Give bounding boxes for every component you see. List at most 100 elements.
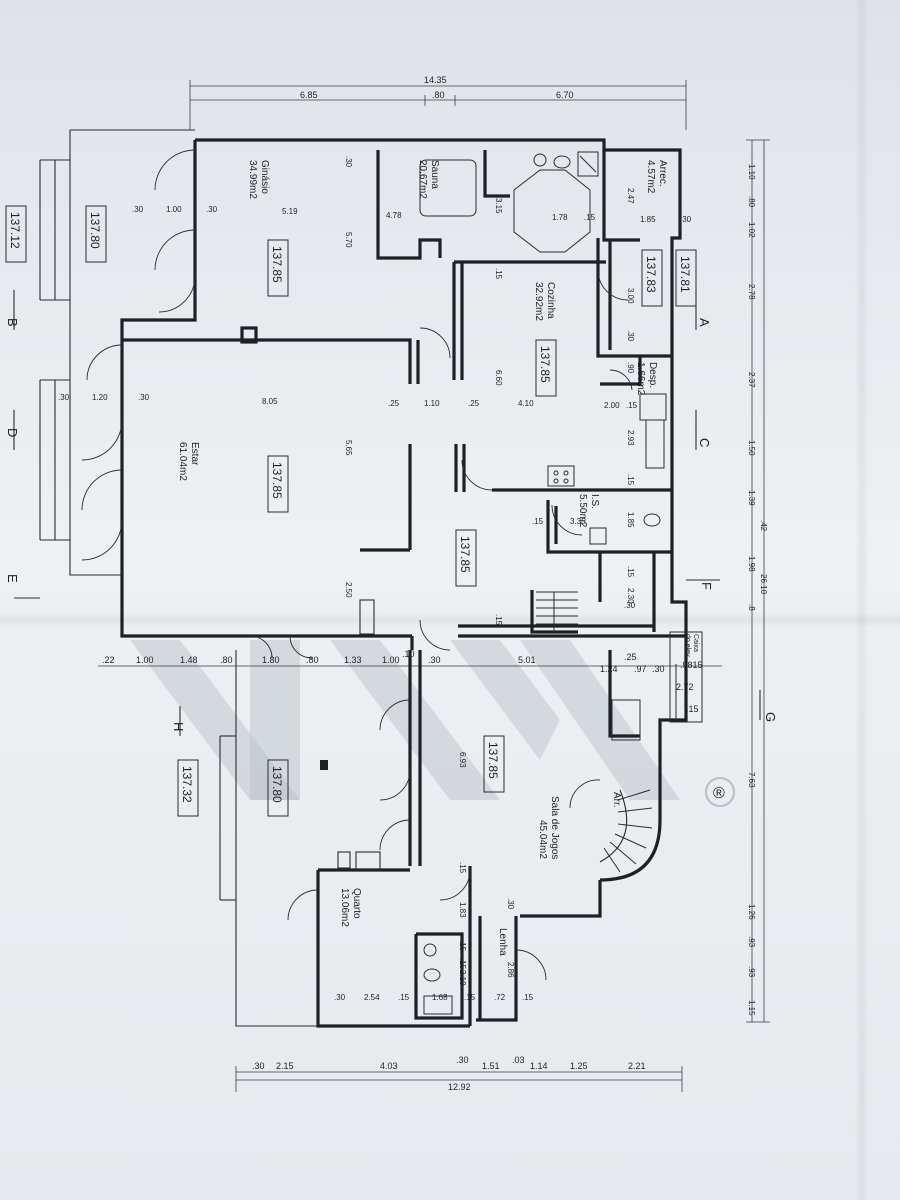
dim-top-3: 6.70 (556, 90, 574, 100)
dim-bottom-5: 1.51 (482, 1061, 500, 1071)
dim-inner-43: .15 (458, 940, 467, 952)
room-estar-area: 61.04m2 (177, 442, 188, 481)
dim-bottom-9: 2.21 (628, 1061, 646, 1071)
dim-inner-22: 1.10 (424, 399, 440, 408)
dim-top-total: 14.35 (424, 75, 447, 85)
dim-inner-49: .15 (398, 993, 410, 1002)
dim-bottom-2: 2.15 (276, 1061, 294, 1071)
dim-inner-48: 2.54 (364, 993, 380, 1002)
level-11: 137.80 (270, 766, 284, 803)
dim-inner-8: .15 (584, 213, 596, 222)
dim-inner-33: 3.35 (570, 517, 586, 526)
room-caixa-name2: do elev. (684, 634, 691, 658)
room-sala-jogos-name: Sala de Jogos (549, 796, 560, 859)
room-sauna-name: Sauna (429, 160, 440, 189)
level-6: 137.81 (678, 256, 692, 293)
room-arr-name: Arr. (611, 792, 622, 808)
dim-inner-9: 1.85 (640, 215, 656, 224)
section-c: C (697, 438, 712, 447)
dim-right-4: 2.78 (747, 284, 756, 300)
dim-bottom-6: .03 (512, 1055, 525, 1065)
dim-mid-3: 1.48 (180, 655, 198, 665)
dim-inner-31: 5.65 (344, 440, 353, 456)
dim-inner-32: .15 (532, 517, 544, 526)
dim-inner-47: .30 (334, 993, 346, 1002)
dim-mid-8: 1.00 (382, 655, 400, 665)
dim-inner-29: 2.93 (626, 430, 635, 446)
section-e: E (5, 574, 20, 583)
watermark-mark: ® (713, 785, 725, 802)
dim-right-10: .8 (747, 604, 756, 611)
dim-mid-5: 1.80 (262, 655, 280, 665)
dim-inner-16: .30 (626, 330, 635, 342)
dim-bottom-3: 4.03 (380, 1061, 398, 1071)
level-5: 137.83 (644, 256, 658, 293)
dim-mid-16: .9815 (680, 660, 703, 670)
dim-inner-30: .15 (626, 474, 635, 486)
dim-mid-6: .80 (306, 655, 319, 665)
dim-inner-51: .72 (494, 993, 506, 1002)
dim-mid-18: .15 (686, 704, 699, 714)
dim-inner-28: 6.60 (494, 370, 503, 386)
dim-top-2: .80 (432, 90, 445, 100)
dimension-lines (98, 80, 770, 1092)
dim-inner-52: .15 (522, 993, 534, 1002)
dim-mid-14: .30 (652, 664, 665, 674)
dim-right-15: 1.15 (747, 1000, 756, 1016)
room-desp-name: Desp. (647, 362, 658, 388)
dim-inner-19: .30 (138, 393, 150, 402)
room-sauna-area: 20.67m2 (417, 160, 428, 199)
dim-inner-41: .30 (506, 898, 515, 910)
dim-right-11: 7.63 (747, 772, 756, 788)
dim-inner-38: .30 (624, 601, 636, 610)
section-a: A (697, 318, 712, 327)
level-3: 137.85 (270, 246, 284, 283)
dim-inner-25: 2.00 (604, 401, 620, 410)
room-quarto-name: Quarto (351, 888, 362, 919)
dim-inner-1: .30 (132, 205, 144, 214)
dim-mid-11: 5.01 (518, 655, 536, 665)
room-arrec-area: 4.57m2 (645, 160, 656, 194)
dim-bottom-total: 12.92 (448, 1082, 471, 1092)
dim-bottom-4: .30 (456, 1055, 469, 1065)
room-ginasio-name: Ginásio (259, 160, 270, 194)
level-9: 137.85 (486, 742, 500, 779)
dim-bottom-8: 1.25 (570, 1061, 588, 1071)
section-d: D (5, 428, 20, 437)
dim-right-5: 2.37 (747, 372, 756, 388)
room-is-name: I.S. (589, 494, 600, 509)
dim-inner-36: 2.50 (344, 582, 353, 598)
dim-inner-11: 2.47 (626, 188, 635, 204)
dim-top-1: 6.85 (300, 90, 318, 100)
dim-mid-10: .30 (428, 655, 441, 665)
level-1: 137.12 (8, 212, 22, 249)
dim-inner-15: 3.00 (626, 288, 635, 304)
dim-right-9: 1.98 (747, 556, 756, 572)
room-ginasio-area: 34.99m2 (247, 160, 258, 199)
dim-inner-3: .30 (206, 205, 218, 214)
section-b: B (5, 318, 20, 327)
dim-inner-14: .15 (494, 268, 503, 280)
dim-inner-17: .30 (58, 393, 70, 402)
dim-right-1: 1.10 (747, 164, 756, 180)
room-estar-name: Estar (189, 442, 200, 466)
dim-inner-18: 1.20 (92, 393, 108, 402)
dim-inner-35: .15 (626, 566, 635, 578)
dim-mid-7: 1.33 (344, 655, 362, 665)
dim-inner-5: 4.78 (386, 211, 402, 220)
dim-mid-1: .22 (102, 655, 115, 665)
dim-inner-21: .25 (388, 399, 400, 408)
room-cozinha-area: 32.92m2 (533, 282, 544, 321)
level-2: 137.80 (88, 212, 102, 249)
dim-bottom-1: .30 (252, 1061, 265, 1071)
dim-inner-13: 5.70 (344, 232, 353, 248)
dim-inner-50: 1.68 (432, 993, 448, 1002)
room-arrec-name: Arrec. (657, 160, 668, 187)
dim-right-2: .80 (747, 196, 756, 208)
dim-inner-34: 1.85 (626, 512, 635, 528)
room-lenha-name: Lenha (497, 928, 508, 956)
section-f: F (699, 582, 714, 590)
dim-right-12: 1.26 (747, 904, 756, 920)
dim-bottom-7: 1.14 (530, 1061, 548, 1071)
dim-right-8: .42 (759, 520, 768, 532)
